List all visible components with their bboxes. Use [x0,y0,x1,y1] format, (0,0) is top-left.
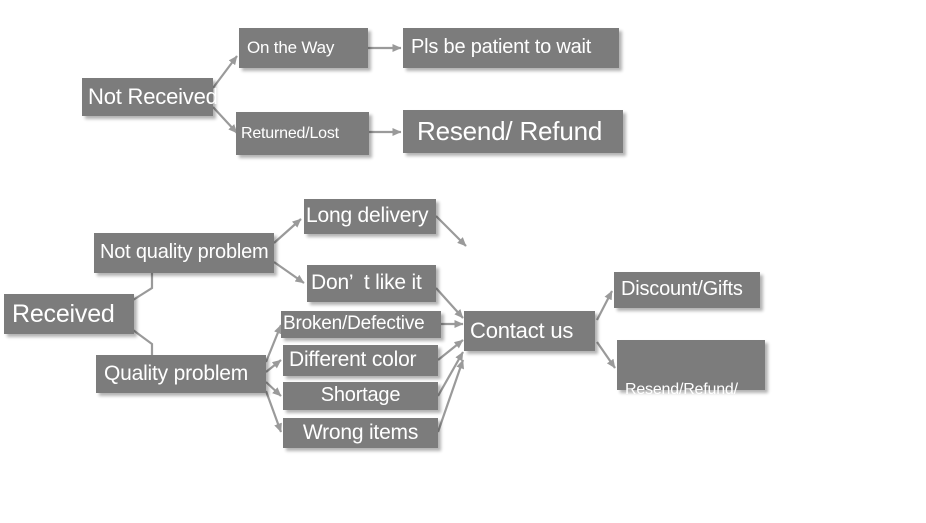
edge-wrongitems-contact [436,359,465,433]
node-received[interactable]: Received [4,294,134,334]
outcome-line-1: Resend/Refund/ [625,380,738,398]
edge-quality-differentcolor [265,359,282,373]
edge-shortage-contact [437,351,464,397]
node-resend-refund-discount[interactable]: Resend/Refund/ Discount [617,340,765,449]
node-different-color[interactable]: Different color [283,345,438,376]
edge-received-notquality [132,273,154,301]
node-pls-be-patient-to-wait[interactable]: Pls be patient to wait [403,28,619,68]
edge-contact-discountgifts [596,290,613,321]
edge-received-quality [132,329,154,355]
node-shortage[interactable]: Shortage [283,382,438,410]
edge-quality-broken [264,324,283,363]
edge-notreceived-returnedlost [212,106,238,134]
edge-longdelivery-contact [435,215,467,247]
node-resend-refund[interactable]: Resend/ Refund [403,110,623,153]
edge-notquality-longdelivery [273,218,302,244]
node-not-quality-problem[interactable]: Not quality problem [94,233,274,273]
edge-contact-resendrefunddiscount [596,341,616,369]
node-quality-problem[interactable]: Quality problem [96,355,266,393]
node-broken-defective[interactable]: Broken/Defective [281,311,441,338]
node-on-the-way[interactable]: On the Way [239,28,368,68]
node-long-delivery[interactable]: Long delivery [304,199,436,234]
node-not-received[interactable]: Not Received [82,78,218,116]
node-discount-gifts[interactable]: Discount/Gifts [614,272,760,308]
node-dont-like-it[interactable]: Don’ t like it [307,265,436,302]
node-returned-lost[interactable]: Returned/Lost [236,112,369,155]
edge-quality-shortage [265,381,282,397]
edge-quality-wrongitems [264,390,283,433]
outcome-line-2: Discount [625,432,686,450]
node-wrong-items[interactable]: Wrong items [283,418,438,448]
edge-differentcolor-contact [437,339,464,361]
node-contact-us[interactable]: Contact us [464,311,595,351]
edge-notquality-dontlike [273,261,305,284]
